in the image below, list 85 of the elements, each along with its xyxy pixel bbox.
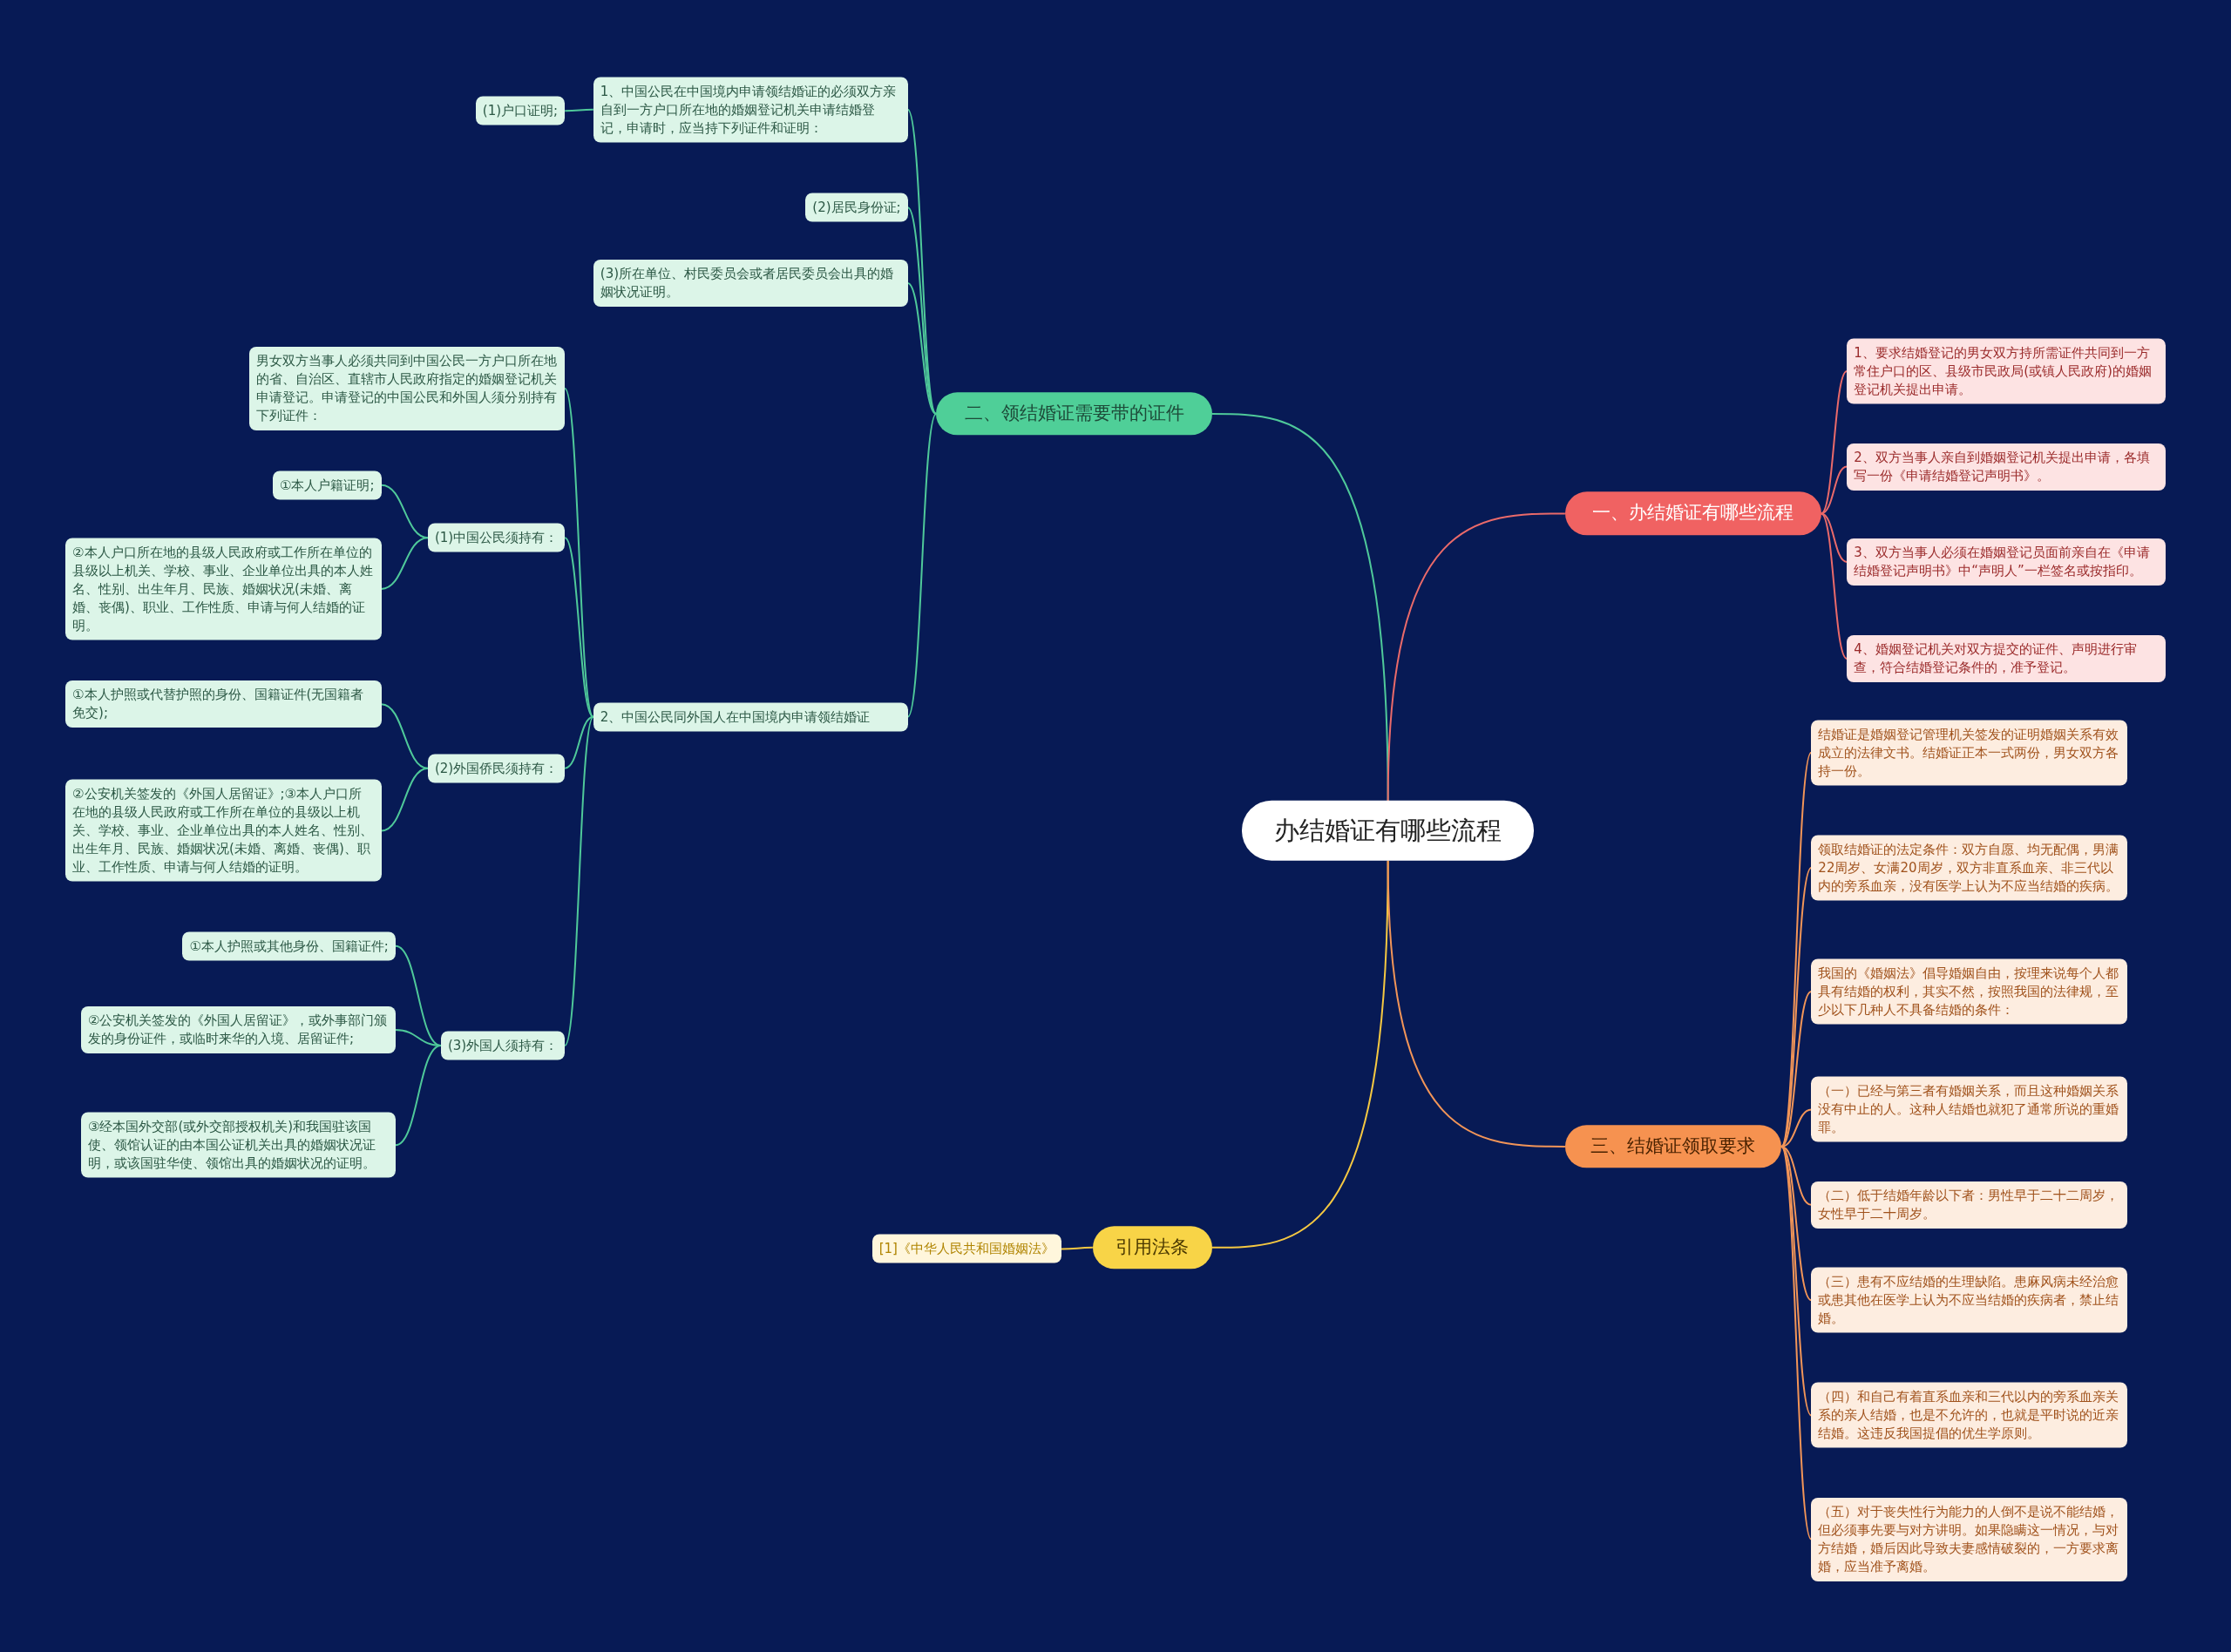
topic-box [1811, 835, 2127, 901]
topic-box [1847, 338, 2166, 404]
topic-text: 1、中国公民在中国境内申请领结婚证的必须双方亲自到一方户口所在地的婚姻登记机关申请结婚登记，申请时，应当持下列证件和证明： [600, 82, 898, 138]
topic-text: 3、双方当事人必须在婚姻登记员面前亲自在《申请结婚登记声明书》中“声明人”一栏签名或按指印。 [1854, 543, 2151, 580]
connector-line [1820, 465, 1848, 515]
topic-text: 结婚证是婚姻登记管理机关签发的证明婚姻关系有效成立的法律文书。结婚证正本一式两份，男女双方各持一份。 [1818, 725, 2120, 781]
topic-text: (2)居民身份证; [812, 198, 901, 217]
topic-box [1811, 1383, 2127, 1448]
connector-line [906, 413, 938, 718]
topic-text: ①本人护照或代替护照的身份、国籍证件(无国籍者免交); [72, 686, 365, 723]
topic-text: ①本人护照或其他身份、国籍证件; [189, 937, 389, 956]
connector-line [1060, 1246, 1094, 1250]
topic-box [427, 754, 566, 783]
topic-text: （四）和自己有着直系血亲和三代以内的旁系血亲关系的亲人结婚，也是不允许的，也就是平时说的近亲结婚。这违反我国提倡的优生学原则。 [1818, 1388, 2120, 1443]
topic-box [1847, 443, 2166, 491]
topic-box [805, 193, 908, 222]
topic-box [440, 1031, 566, 1060]
topic-box [593, 77, 908, 143]
topic-box [593, 259, 908, 307]
topic-text: 2、中国公民同外国人在中国境内申请领结婚证 [600, 708, 871, 727]
connector-line [1820, 370, 1848, 515]
connector-line [906, 281, 938, 416]
topic-box [1811, 1076, 2127, 1142]
topic-box [81, 1006, 396, 1054]
branch-topic [1564, 1125, 1782, 1168]
topic-text: [1]《中华人民共和国婚姻法》 [878, 1239, 1054, 1258]
topic-box [65, 680, 382, 728]
topic-box [1811, 1267, 2127, 1333]
topic-text: ③经本国外交部(或外交部授权机关)和我国驻该国使、领馆认证的由本国公证机关出具的婚姻状况证明，或该国驻华使、领馆出具的婚姻状况的证明。 [88, 1117, 377, 1173]
connector-line [1780, 751, 1813, 1148]
topic-text: (2)外国侨民须持有： [434, 759, 559, 778]
topic-text: ①本人户籍证明; [280, 476, 375, 495]
topic-text: （五）对于丧失性行为能力的人倒不是说不能结婚，但必须事先要与对方讲明。如果隐瞒这一情况，与对方结婚，婚后因此导致夫妻感情破裂的，一方要求离婚，应当准予离婚。 [1818, 1502, 2120, 1576]
connector-line [1780, 1145, 1813, 1206]
branch-topic [936, 392, 1212, 436]
topic-text: 男女双方当事人必须共同到中国公民一方户口所在地的省、自治区、直辖市人民政府指定的婚姻登记机关申请登记。申请登记的中国公民和外国人须分别持有下列证件： [255, 351, 558, 425]
topic-box [1847, 634, 2166, 682]
connector-line [564, 537, 594, 718]
topic-box [475, 96, 566, 125]
topic-box [427, 523, 566, 552]
connector-line [1820, 512, 1848, 660]
topic-box [248, 346, 566, 430]
topic-text: 二、领结婚证需要带的证件 [963, 402, 1185, 426]
topic-text: （三）患有不应结婚的生理缺陷。患麻风病未经治愈或患其他在医学上认为不应当结婚的疾病者，禁止结婚。 [1818, 1272, 2120, 1328]
topic-box [273, 471, 382, 500]
topic-text: ②本人户口所在地的县级人民政府或工作所在单位的县级以上机关、学校、事业、企业单位出具的本人姓名、性别、出生年月、民族、婚姻状况(未婚、离婚、丧偶)、职业、工作性质、申请与何人结婚的证明。 [72, 543, 375, 635]
topic-box [182, 931, 396, 961]
topic-box [593, 702, 908, 732]
topic-text: (1)中国公民须持有： [434, 528, 559, 547]
topic-text: 办结婚证有哪些流程 [1273, 815, 1503, 848]
connector-line [380, 767, 429, 832]
topic-text: （一）已经与第三者有婚姻关系，而且这种婚姻关系没有中止的人。这种人结婚也就犯了通常所说的重婚罪。 [1818, 1081, 2120, 1137]
topic-box [1811, 958, 2127, 1025]
topic-box [1847, 538, 2166, 586]
connector-line [380, 537, 429, 590]
topic-box [871, 1234, 1061, 1263]
connector-line [1387, 512, 1566, 802]
topic-box [1811, 1181, 2127, 1229]
connector-line [1780, 1145, 1813, 1302]
topic-text: 领取结婚证的法定条件：双方自愿、均无配偶，男满22周岁、女满20周岁，双方非直系血亲、非三代以内的旁系血亲，没有医学上认为不应当结婚的疾病。 [1818, 840, 2120, 896]
connector-line [1780, 990, 1813, 1148]
topic-box [1811, 1497, 2127, 1581]
connector-line [394, 1045, 442, 1147]
topic-text: (3)外国人须持有： [447, 1036, 559, 1055]
topic-text: 一、办结婚证有哪些流程 [1591, 501, 1795, 525]
topic-text: 1、要求结婚登记的男女双方持所需证件共同到一方常住户口的区、县级市民政局(或镇人民政府)的婚姻登记机关提出申请。 [1854, 343, 2153, 399]
topic-box [1811, 720, 2127, 786]
topic-text: 我国的《婚姻法》倡导婚姻自由，按理来说每个人都具有结婚的权利，其实不然，按照我国的法律规，至少以下几种人不具备结婚的条件： [1818, 964, 2120, 1019]
topic-text: (1)户口证明; [482, 101, 559, 120]
topic-text: 4、婚姻登记机关对双方提交的证件、声明进行审查，符合结婚登记条件的，准予登记。 [1854, 640, 2138, 677]
topic-text: （二）低于结婚年龄以下者：男性早于二十二周岁，女性早于二十周岁。 [1818, 1186, 2120, 1223]
topic-text: 三、结婚证领取要求 [1590, 1134, 1757, 1159]
topic-text: ②公安机关签发的《外国人居留证》，或外事部门颁发的身份证件，或临时来华的入境、居留证件; [88, 1012, 389, 1049]
topic-box [81, 1112, 396, 1178]
connector-line [564, 108, 594, 112]
connector-line [380, 703, 429, 769]
topic-text: 引用法条 [1115, 1236, 1190, 1260]
branch-topic [1092, 1226, 1212, 1269]
connector-line [564, 715, 594, 769]
topic-text: (3)所在单位、村民委员会或者居民委员会出具的婚姻状况证明。 [600, 264, 895, 301]
topic-text: 2、双方当事人亲自到婚姻登记机关提出申请，各填写一份《申请结婚登记声明书》。 [1854, 448, 2151, 485]
branch-topic [1564, 491, 1821, 536]
topic-text: ②公安机关签发的《外国人居留证》;③本人户口所在地的县级人民政府或工作所在单位的县级以上机关、学校、事业、企业单位出具的本人姓名、性别、出生年月、民族、婚姻状况(未婚、离婚、丧偶)、职业、工作性质、申请与何人结婚的证明。 [72, 784, 375, 877]
connector-line [564, 715, 594, 1046]
connector-line [1387, 859, 1566, 1148]
